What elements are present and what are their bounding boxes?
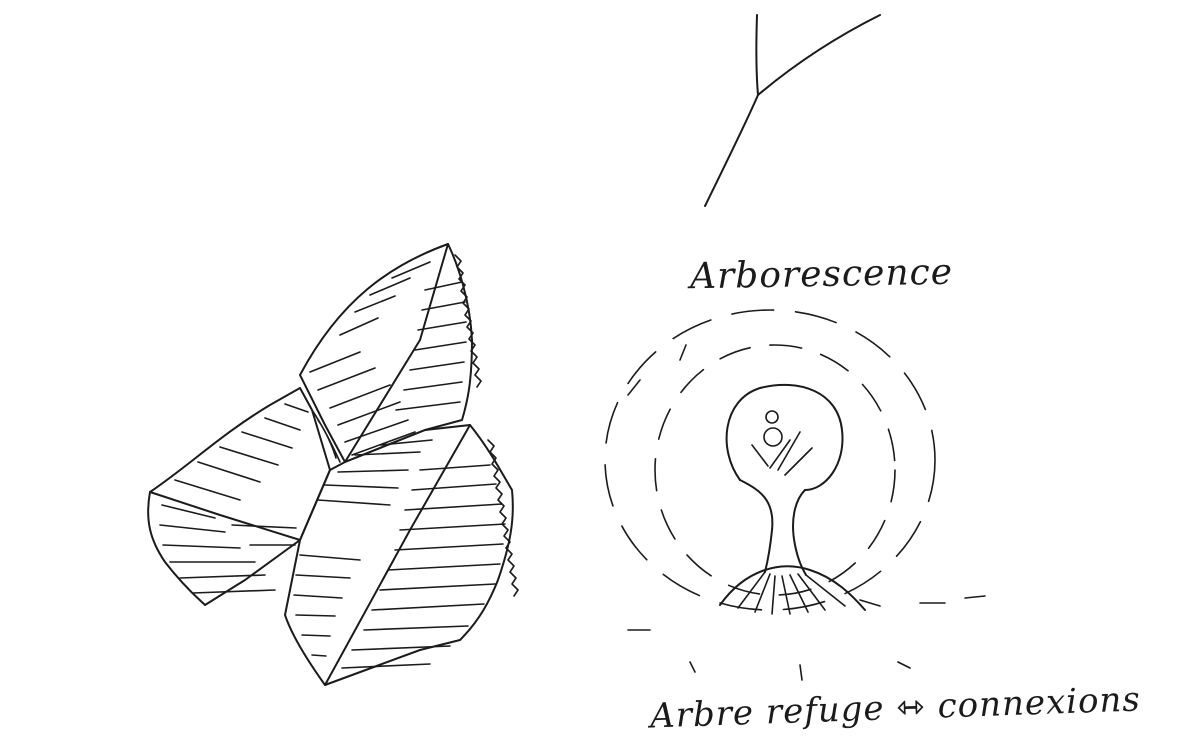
refuge-tree-drawing xyxy=(605,310,985,680)
arborescence-label: Arborescence xyxy=(690,252,954,298)
rock-formation-drawing xyxy=(148,244,518,685)
branch-drawing xyxy=(705,15,880,206)
